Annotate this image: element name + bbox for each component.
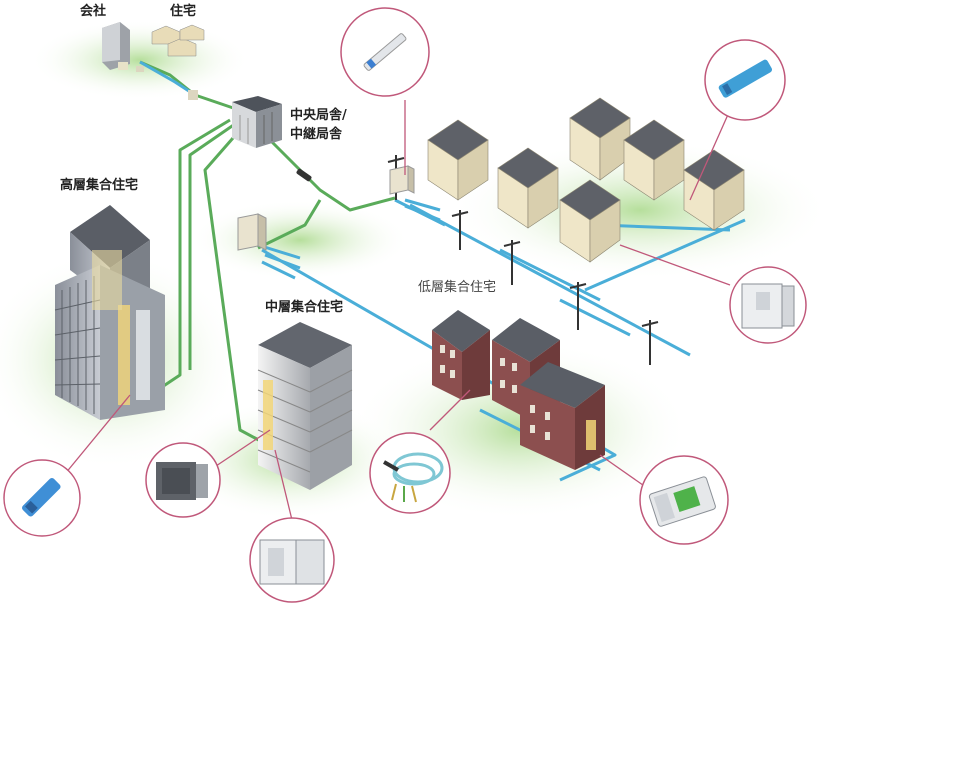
sc-connector-callout (3, 459, 81, 537)
central-office-label-line1: 中央局舎/ (290, 108, 347, 123)
callout-lines (59, 100, 731, 521)
house-5 (623, 119, 685, 201)
central-office-label-line2: 中継局舎 (290, 127, 343, 142)
house-1 (427, 119, 489, 201)
floor-cabinet-callout (145, 442, 221, 518)
cabinet-icon (259, 539, 325, 585)
company-label: 会社 (80, 4, 107, 19)
detached-houses (427, 97, 745, 263)
connector-adapter-callout (704, 39, 786, 121)
patch-cord-callout (369, 432, 451, 514)
mid-rise-building (257, 322, 353, 490)
connector-icon (22, 478, 61, 517)
connector-icon (718, 59, 773, 98)
splice-closure (296, 168, 312, 182)
central-office-building (232, 96, 282, 148)
mid-rise-label: 中層集合住宅 (265, 300, 344, 315)
residence-label: 住宅 (170, 4, 197, 19)
cabinet-icon (156, 462, 208, 500)
residence-houses (136, 24, 205, 100)
terminal-box-callout (639, 455, 729, 545)
splitter-icon (363, 33, 407, 71)
splitter-callout (340, 7, 430, 97)
low-rise-buildings (432, 310, 605, 470)
wall-box-callout-right (729, 266, 807, 344)
street-cabinets (237, 165, 415, 251)
house-4 (569, 97, 631, 181)
low-rise-label: 低層集合住宅 (418, 280, 497, 295)
wall-cabinet-callout (249, 517, 335, 603)
callout-circles (3, 7, 807, 603)
house-3 (559, 179, 621, 263)
terminal-box-icon (648, 476, 716, 527)
patch-cord-icon (383, 452, 444, 503)
house-2 (497, 147, 559, 229)
company-building (102, 22, 130, 70)
high-rise-label: 高層集合住宅 (60, 178, 139, 193)
cabinet-icon (741, 283, 795, 329)
high-rise-building (54, 205, 165, 420)
